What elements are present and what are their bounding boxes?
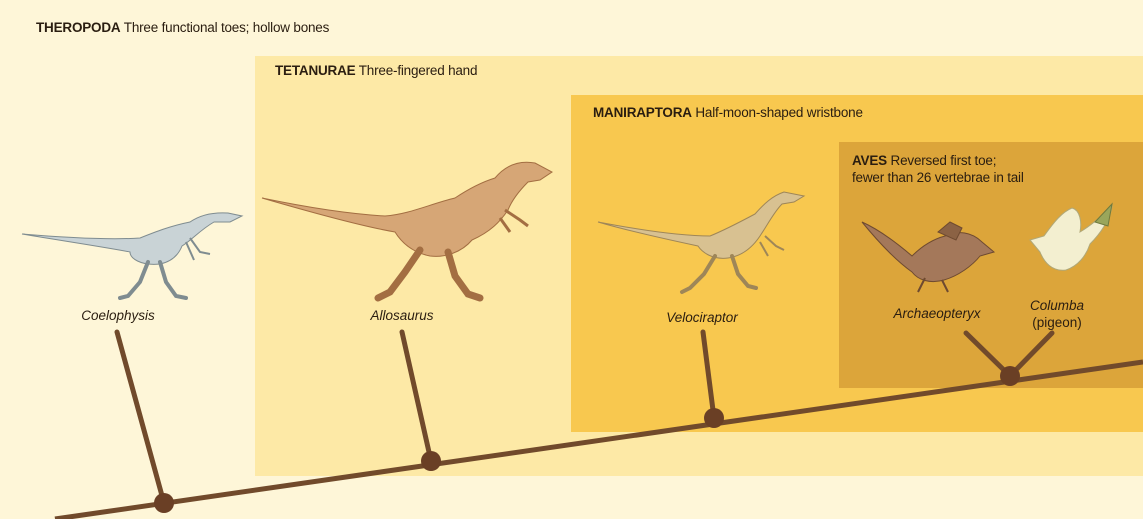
node-maniraptora	[704, 408, 724, 428]
node-theropoda	[154, 493, 174, 513]
branch-coelophysis	[117, 332, 164, 503]
trunk-branch	[55, 362, 1143, 519]
branch-allosaurus	[402, 332, 431, 461]
node-aves	[1000, 366, 1020, 386]
branch-velociraptor	[703, 332, 714, 418]
node-tetanurae	[421, 451, 441, 471]
